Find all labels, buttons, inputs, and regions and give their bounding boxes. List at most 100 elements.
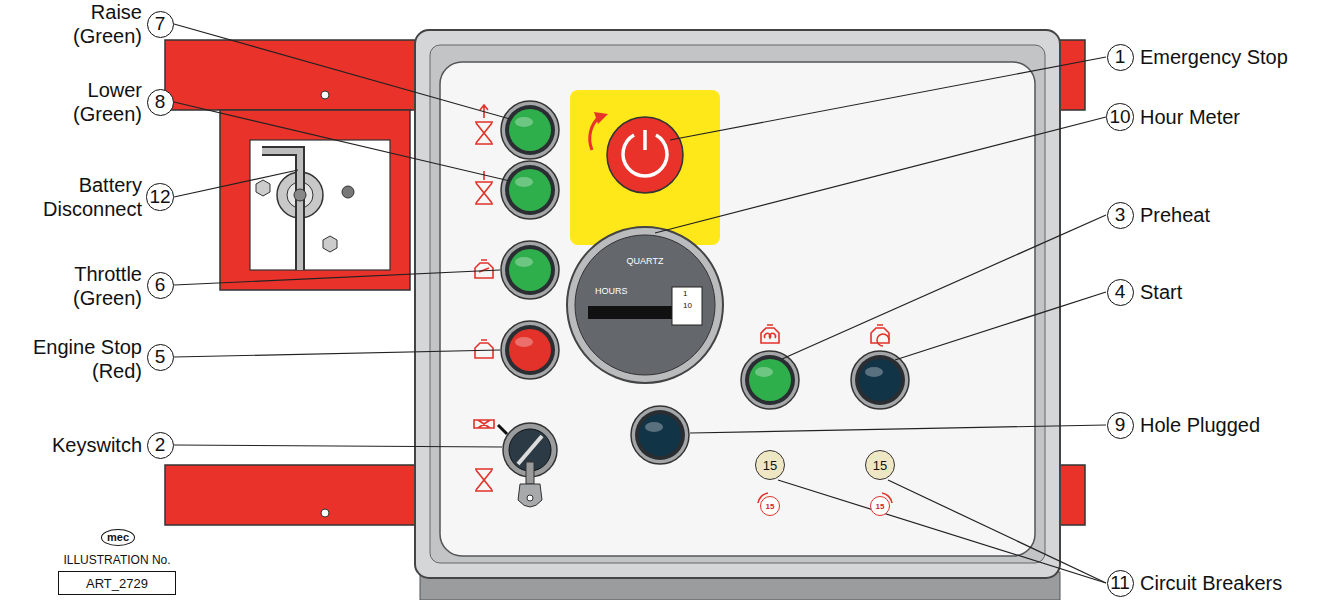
callout-number-text: 9 xyxy=(1115,414,1126,436)
push-button xyxy=(515,257,533,267)
part-name: Start xyxy=(1140,280,1320,304)
battery-disconnect-plate xyxy=(220,110,410,290)
callout-number-text: 10 xyxy=(1109,106,1130,128)
keyswitch xyxy=(527,495,533,501)
leader-line xyxy=(782,215,1106,359)
battery-disconnect-plate xyxy=(256,180,270,196)
push-button xyxy=(509,249,551,291)
callout-number: 12 xyxy=(146,183,173,210)
part-name: Throttle (Green) xyxy=(52,262,142,310)
control-box xyxy=(415,30,1060,578)
part-name: Hour Meter xyxy=(1140,105,1320,129)
hour-meter xyxy=(567,227,723,383)
panel-symbol xyxy=(765,333,776,338)
battery-disconnect-plate xyxy=(262,151,300,270)
callout-number-text: 6 xyxy=(155,274,166,296)
callout-number: 1 xyxy=(1107,44,1134,71)
illustration-number: ART_2729 xyxy=(86,576,148,591)
callout-number-text: 2 xyxy=(155,434,166,456)
battery-disconnect-plate xyxy=(342,186,354,198)
leader-line xyxy=(174,270,500,285)
push-button xyxy=(865,367,883,377)
callout-number-text: 3 xyxy=(1115,204,1126,226)
part-name: Engine Stop (Red) xyxy=(22,335,142,383)
emergency-stop-button xyxy=(643,130,647,150)
callout-number-text: 15 xyxy=(766,502,775,511)
keyswitch xyxy=(518,436,542,464)
leader-line xyxy=(690,425,1106,433)
panel-symbol xyxy=(475,340,493,358)
panel-symbol xyxy=(475,182,493,204)
callout-number-text: 11 xyxy=(1110,572,1130,594)
push-button xyxy=(501,161,559,219)
control-box xyxy=(440,62,1035,556)
push-button xyxy=(851,351,909,409)
brand-logo: mec xyxy=(101,529,135,546)
push-button xyxy=(515,177,533,187)
part-name: Preheat xyxy=(1140,203,1320,227)
part-name: Raise (Green) xyxy=(62,0,142,48)
control-box xyxy=(415,30,1060,600)
callout-number-text: 8 xyxy=(155,91,166,113)
control-box xyxy=(430,45,1045,563)
panel-symbol xyxy=(475,260,493,278)
leader-line xyxy=(174,170,298,197)
push-button xyxy=(851,351,909,409)
panel-symbol xyxy=(475,469,493,491)
part-name: Battery Disconnect xyxy=(32,173,142,221)
push-button xyxy=(509,169,551,211)
meter-text: 10 xyxy=(683,302,692,310)
callout-number: 11 xyxy=(1107,570,1134,597)
callout-number-text: 4 xyxy=(1115,281,1126,303)
callout-number: 4 xyxy=(1107,279,1134,306)
battery-disconnect-plate xyxy=(250,140,390,270)
mounting-bracket xyxy=(165,465,420,525)
mounting-bracket xyxy=(321,509,329,517)
callout-number: 5 xyxy=(147,344,174,371)
push-button xyxy=(745,355,795,405)
meter-text: HOURS xyxy=(595,287,628,296)
callout-number-text: 7 xyxy=(155,13,166,35)
push-button xyxy=(631,406,689,464)
leader-line xyxy=(895,292,1106,360)
callout-number-text: 1 xyxy=(1115,46,1126,68)
push-button xyxy=(515,117,533,127)
meter-text: 1 xyxy=(683,290,687,298)
callout-number-text: 5 xyxy=(155,346,166,368)
callout-number: 10 xyxy=(1106,103,1133,130)
battery-disconnect-plate xyxy=(323,236,337,252)
leader-line xyxy=(670,57,1106,140)
callout-number: 6 xyxy=(147,272,174,299)
part-name: Lower (Green) xyxy=(62,78,142,126)
hour-meter xyxy=(567,227,723,383)
mounting-bracket xyxy=(321,91,329,99)
meter-text: QUARTZ xyxy=(627,257,664,266)
push-button xyxy=(509,329,551,371)
push-button xyxy=(741,351,799,409)
push-button xyxy=(859,359,901,401)
callout-number: 7 xyxy=(147,11,174,38)
keyswitch xyxy=(526,462,534,484)
push-button xyxy=(501,101,909,464)
breaker-symbol: 15 xyxy=(870,496,890,516)
callout-number-text: 15 xyxy=(873,458,887,473)
push-button xyxy=(505,105,555,155)
leader-line xyxy=(655,117,1106,233)
hour-meter xyxy=(672,287,702,325)
push-button xyxy=(501,321,559,379)
hour-meter xyxy=(588,306,680,319)
push-button xyxy=(741,351,799,409)
push-button xyxy=(855,355,905,405)
push-button xyxy=(501,161,559,219)
part-name: Keyswitch xyxy=(22,433,142,457)
leader-line xyxy=(174,102,510,181)
battery-disconnect-plate xyxy=(220,110,410,290)
panel-symbol xyxy=(761,325,779,343)
circuit-breaker: 15 xyxy=(865,450,895,480)
illustration-caption: ILLUSTRATION No. xyxy=(42,552,192,568)
battery-disconnect-plate xyxy=(294,189,306,201)
emergency-stop-button xyxy=(594,112,608,124)
push-button xyxy=(501,101,559,159)
mounting-bracket xyxy=(165,40,420,110)
push-button xyxy=(505,325,555,375)
